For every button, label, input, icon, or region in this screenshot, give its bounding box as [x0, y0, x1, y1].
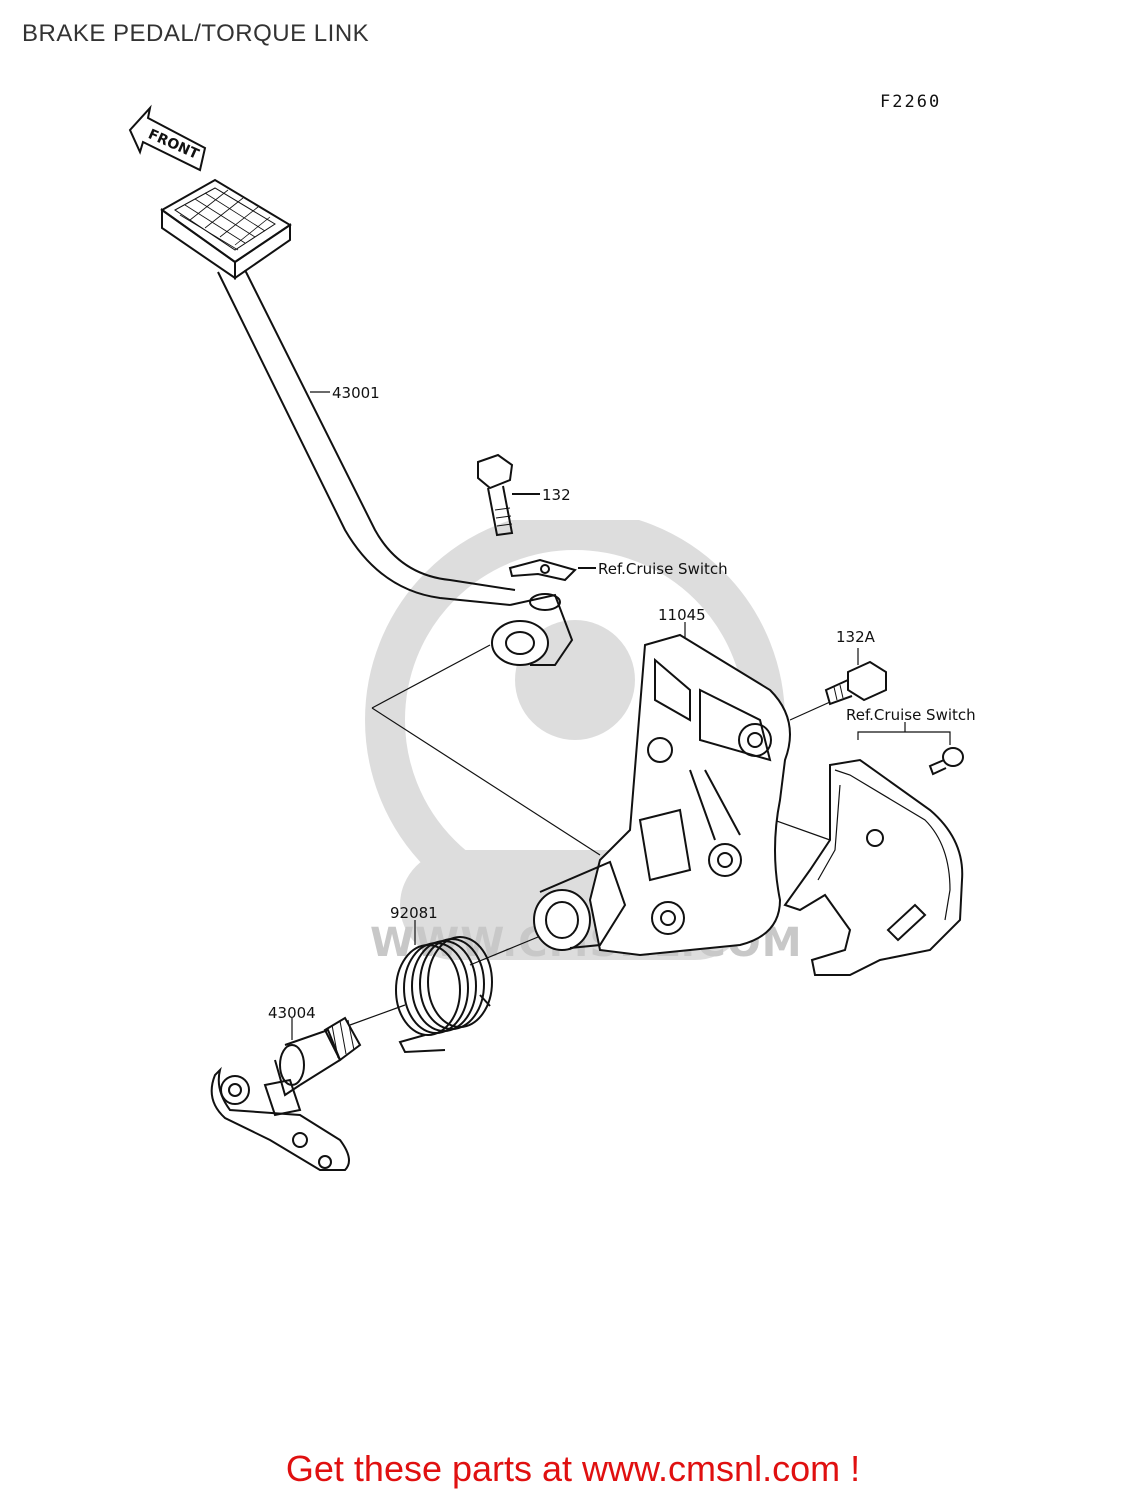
callout-132a: 132A	[836, 628, 875, 646]
callout-92081: 92081	[390, 904, 438, 922]
callout-43004: 43004	[268, 1004, 316, 1022]
promo-link[interactable]: Get these parts at www.cmsnl.com !	[285, 1448, 861, 1489]
callout-132: 132	[542, 486, 571, 504]
screw	[928, 747, 964, 776]
return-spring-92081	[395, 936, 493, 1054]
callout-ref-cruise-switch: Ref.Cruise Switch	[598, 560, 728, 578]
page-title: BRAKE PEDAL/TORQUE LINK	[22, 20, 370, 47]
front-arrow-icon: FRONT	[128, 104, 207, 172]
cruise-switch-bracket	[508, 558, 596, 582]
callout-43001: 43001	[332, 384, 380, 402]
callout-ref-cruise-switch-2: Ref.Cruise Switch	[846, 706, 976, 724]
figure-code: F2260	[880, 92, 942, 112]
pedal-hub	[491, 593, 574, 666]
bolt-132a	[824, 660, 887, 706]
torque-link-lever-43004	[210, 1016, 362, 1171]
brake-pedal-arm	[217, 269, 516, 606]
brake-pedal-pad	[160, 178, 292, 280]
callout-11045: 11045	[658, 606, 706, 624]
bolt-132	[477, 453, 540, 537]
pedal-cover	[783, 758, 964, 976]
pedal-bracket-11045	[533, 633, 791, 957]
